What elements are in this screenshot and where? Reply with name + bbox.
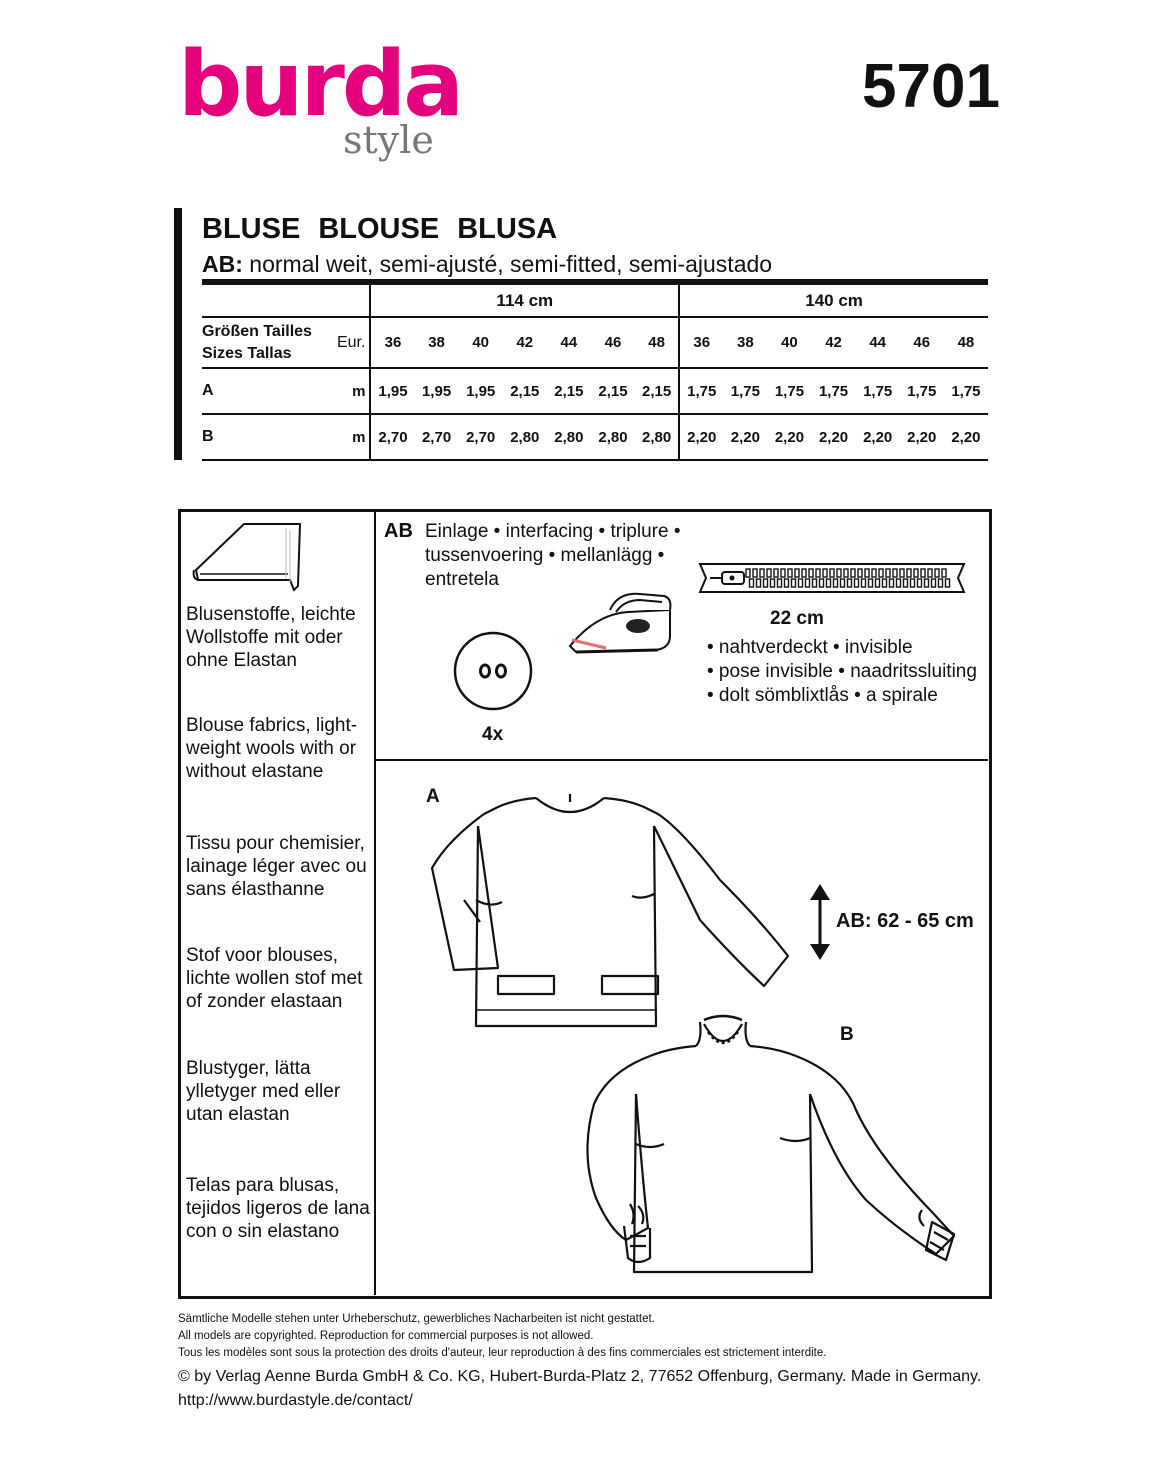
yardage-cell: 1,95 [414, 368, 459, 415]
yardage-cell: 2,70 [414, 414, 459, 461]
copyright-notice-de: Sämtliche Modelle stehen unter Urhebersc… [178, 1313, 655, 1325]
view-label: B [202, 414, 329, 461]
zipper-type-list: • nahtverdeckt • invisible • pose invisi… [707, 636, 977, 708]
view-a-label: A [426, 786, 440, 807]
yardage-cell: 2,20 [899, 414, 944, 461]
fit-code: AB: [202, 251, 243, 277]
size-cell: 40 [458, 317, 503, 369]
zipper-teeth [745, 568, 951, 588]
copyright-notice-en: All models are copyrighted. Reproduction… [178, 1330, 594, 1342]
table-row: B m 2,70 2,70 2,70 2,80 2,80 2,80 2,80 2… [202, 414, 988, 461]
yardage-cell: 2,15 [590, 368, 636, 415]
size-cell: 42 [811, 317, 856, 369]
size-cell: 44 [855, 317, 900, 369]
view-b-label: B [840, 1024, 854, 1045]
fabric-text-sv: Blustyger, lätta ylletyger med eller uta… [186, 1058, 341, 1125]
yardage-cell: 1,75 [679, 368, 724, 415]
list-item: • pose invisible • naadritssluiting [707, 661, 977, 682]
yardage-cell: 2,20 [767, 414, 812, 461]
fabric-text-de: Blusenstoffe, leichte Wollstoffe mit ode… [186, 604, 356, 671]
width-group-header: 140 cm [679, 285, 988, 318]
size-cell: 48 [635, 317, 681, 369]
unit-label: m [328, 414, 372, 461]
notion-view-code: AB [384, 520, 413, 542]
size-cell: 38 [414, 317, 459, 369]
button-icon [453, 631, 533, 711]
yardage-cell: 2,70 [458, 414, 503, 461]
table-row: A m 1,95 1,95 1,95 2,15 2,15 2,15 2,15 1… [202, 368, 988, 415]
table-top-rule [202, 279, 988, 285]
materials-box [178, 509, 992, 1299]
yardage-cell: 1,75 [811, 368, 856, 415]
yardage-cell: 2,20 [943, 414, 988, 461]
size-cell: 48 [943, 317, 988, 369]
fabric-yardage-table: 114 cm 140 cm Größen Tailles Sizes Talla… [202, 285, 988, 461]
pattern-number: 5701 [862, 52, 1000, 121]
contact-url[interactable]: http://www.burdastyle.de/contact/ [178, 1392, 413, 1409]
publisher-info: © by Verlag Aenne Burda GmbH & Co. KG, H… [178, 1368, 982, 1385]
zipper-length: 22 cm [770, 608, 824, 629]
yardage-cell: 2,15 [635, 368, 681, 415]
yardage-cell: 1,75 [723, 368, 768, 415]
interfacing-text: Einlage • interfacing • triplure • tusse… [425, 521, 681, 590]
copyright-notice-fr: Tous les modèles sont sous la protection… [178, 1347, 827, 1359]
row-divider [376, 759, 988, 761]
eur-label: Eur. [328, 317, 372, 369]
yardage-cell: 2,15 [546, 368, 591, 415]
yardage-cell: 2,20 [723, 414, 768, 461]
button-count: 4x [482, 724, 504, 745]
yardage-cell: 2,80 [502, 414, 547, 461]
fabric-text-en: Blouse fabrics, light-weight wools with … [186, 715, 358, 782]
column-divider [374, 511, 376, 1295]
blouse-view-a-illustration [430, 794, 790, 1028]
size-cell: 46 [899, 317, 944, 369]
yardage-cell: 2,80 [635, 414, 681, 461]
yardage-cell: 1,75 [855, 368, 900, 415]
fabric-text-fr: Tissu pour chemisier, lainage léger avec… [186, 833, 367, 900]
yardage-cell: 1,95 [370, 368, 415, 415]
view-label: A [202, 368, 329, 415]
size-cell: 36 [679, 317, 724, 369]
garment-title: BLUSE BLOUSE BLUSA [202, 213, 558, 245]
size-cell: 38 [723, 317, 768, 369]
yardage-cell: 2,20 [811, 414, 856, 461]
zipper-icon [698, 563, 966, 593]
size-row-label: Größen Tailles Sizes Tallas [202, 317, 329, 369]
yardage-cell: 1,95 [458, 368, 503, 415]
size-cell: 42 [502, 317, 547, 369]
size-cell: 44 [546, 317, 591, 369]
yardage-cell: 1,75 [899, 368, 944, 415]
brand-logo: burda [178, 32, 464, 137]
size-cell: 46 [590, 317, 636, 369]
yardage-cell: 1,75 [943, 368, 988, 415]
width-group-header: 114 cm [370, 285, 681, 318]
yardage-cell: 1,75 [767, 368, 812, 415]
blouse-view-b-illustration [586, 1014, 956, 1274]
yardage-cell: 2,80 [546, 414, 591, 461]
fabric-text-nl: Stof voor blouses, lichte wollen stof me… [186, 945, 363, 1012]
list-item: • dolt sömblixtlås • a spirale [707, 685, 938, 706]
fit-description: normal weit, semi-ajusté, semi-fitted, s… [249, 251, 773, 277]
fabric-text-es: Telas para blusas, tejidos ligeros de la… [186, 1175, 370, 1242]
unit-label: m [328, 368, 372, 415]
length-label: AB: 62 - 65 cm [836, 910, 974, 932]
fabric-roll-icon [192, 523, 302, 592]
yardage-cell: 2,20 [855, 414, 900, 461]
yardage-cell: 2,15 [502, 368, 547, 415]
length-arrow-icon [810, 884, 830, 960]
fit-line: AB: normal weit, semi-ajusté, semi-fitte… [202, 250, 772, 278]
size-cell: 36 [370, 317, 415, 369]
list-item: • nahtverdeckt • invisible [707, 637, 913, 658]
size-cell: 40 [767, 317, 812, 369]
brand-subtitle: style [343, 118, 434, 162]
yardage-cell: 2,20 [679, 414, 724, 461]
iron-icon [568, 592, 672, 654]
yardage-cell: 2,80 [590, 414, 636, 461]
section-bar [174, 208, 182, 460]
yardage-cell: 2,70 [370, 414, 415, 461]
